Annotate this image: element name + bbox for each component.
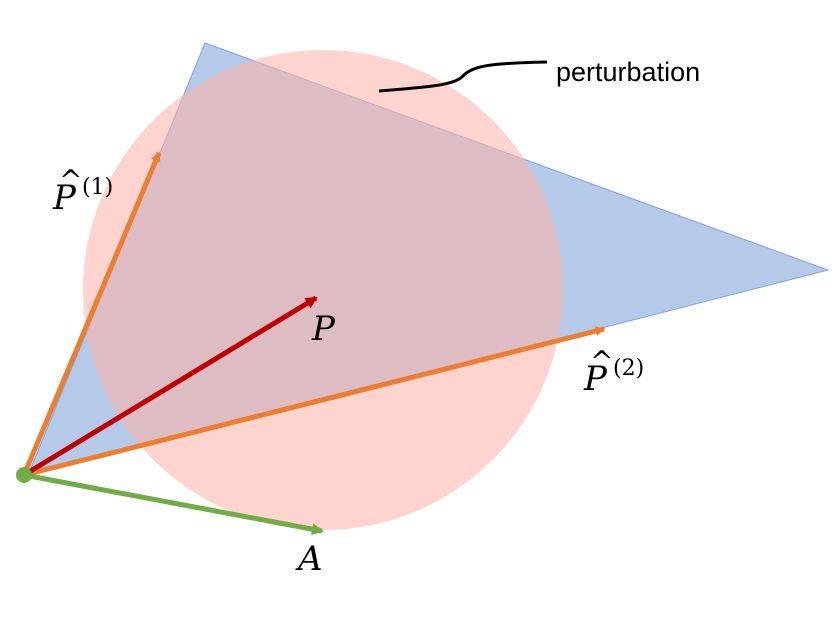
phat-2-base: P xyxy=(583,359,608,399)
phat-1-label: P ^ (1) xyxy=(52,164,113,218)
origin-dot-icon xyxy=(16,467,32,483)
phat-2-superscript: (2) xyxy=(613,356,644,381)
vector-phat-1 xyxy=(21,151,162,476)
phat-1-superscript: (1) xyxy=(82,175,113,200)
phat-1-hat: ^ xyxy=(59,164,82,197)
vector-a xyxy=(23,472,324,536)
perturbation-leader-line xyxy=(378,60,548,93)
perturbation-label: perturbation xyxy=(556,57,700,87)
a-label: A xyxy=(295,539,323,579)
phat-1-base: P xyxy=(52,178,77,218)
phat-2-hat: ^ xyxy=(590,345,613,378)
vector-p xyxy=(22,295,318,478)
phat-2-label: P ^ (2) xyxy=(583,345,644,399)
vector-phat-2 xyxy=(23,326,606,478)
p-label: P xyxy=(311,309,336,349)
perturbation-circle xyxy=(83,50,563,530)
